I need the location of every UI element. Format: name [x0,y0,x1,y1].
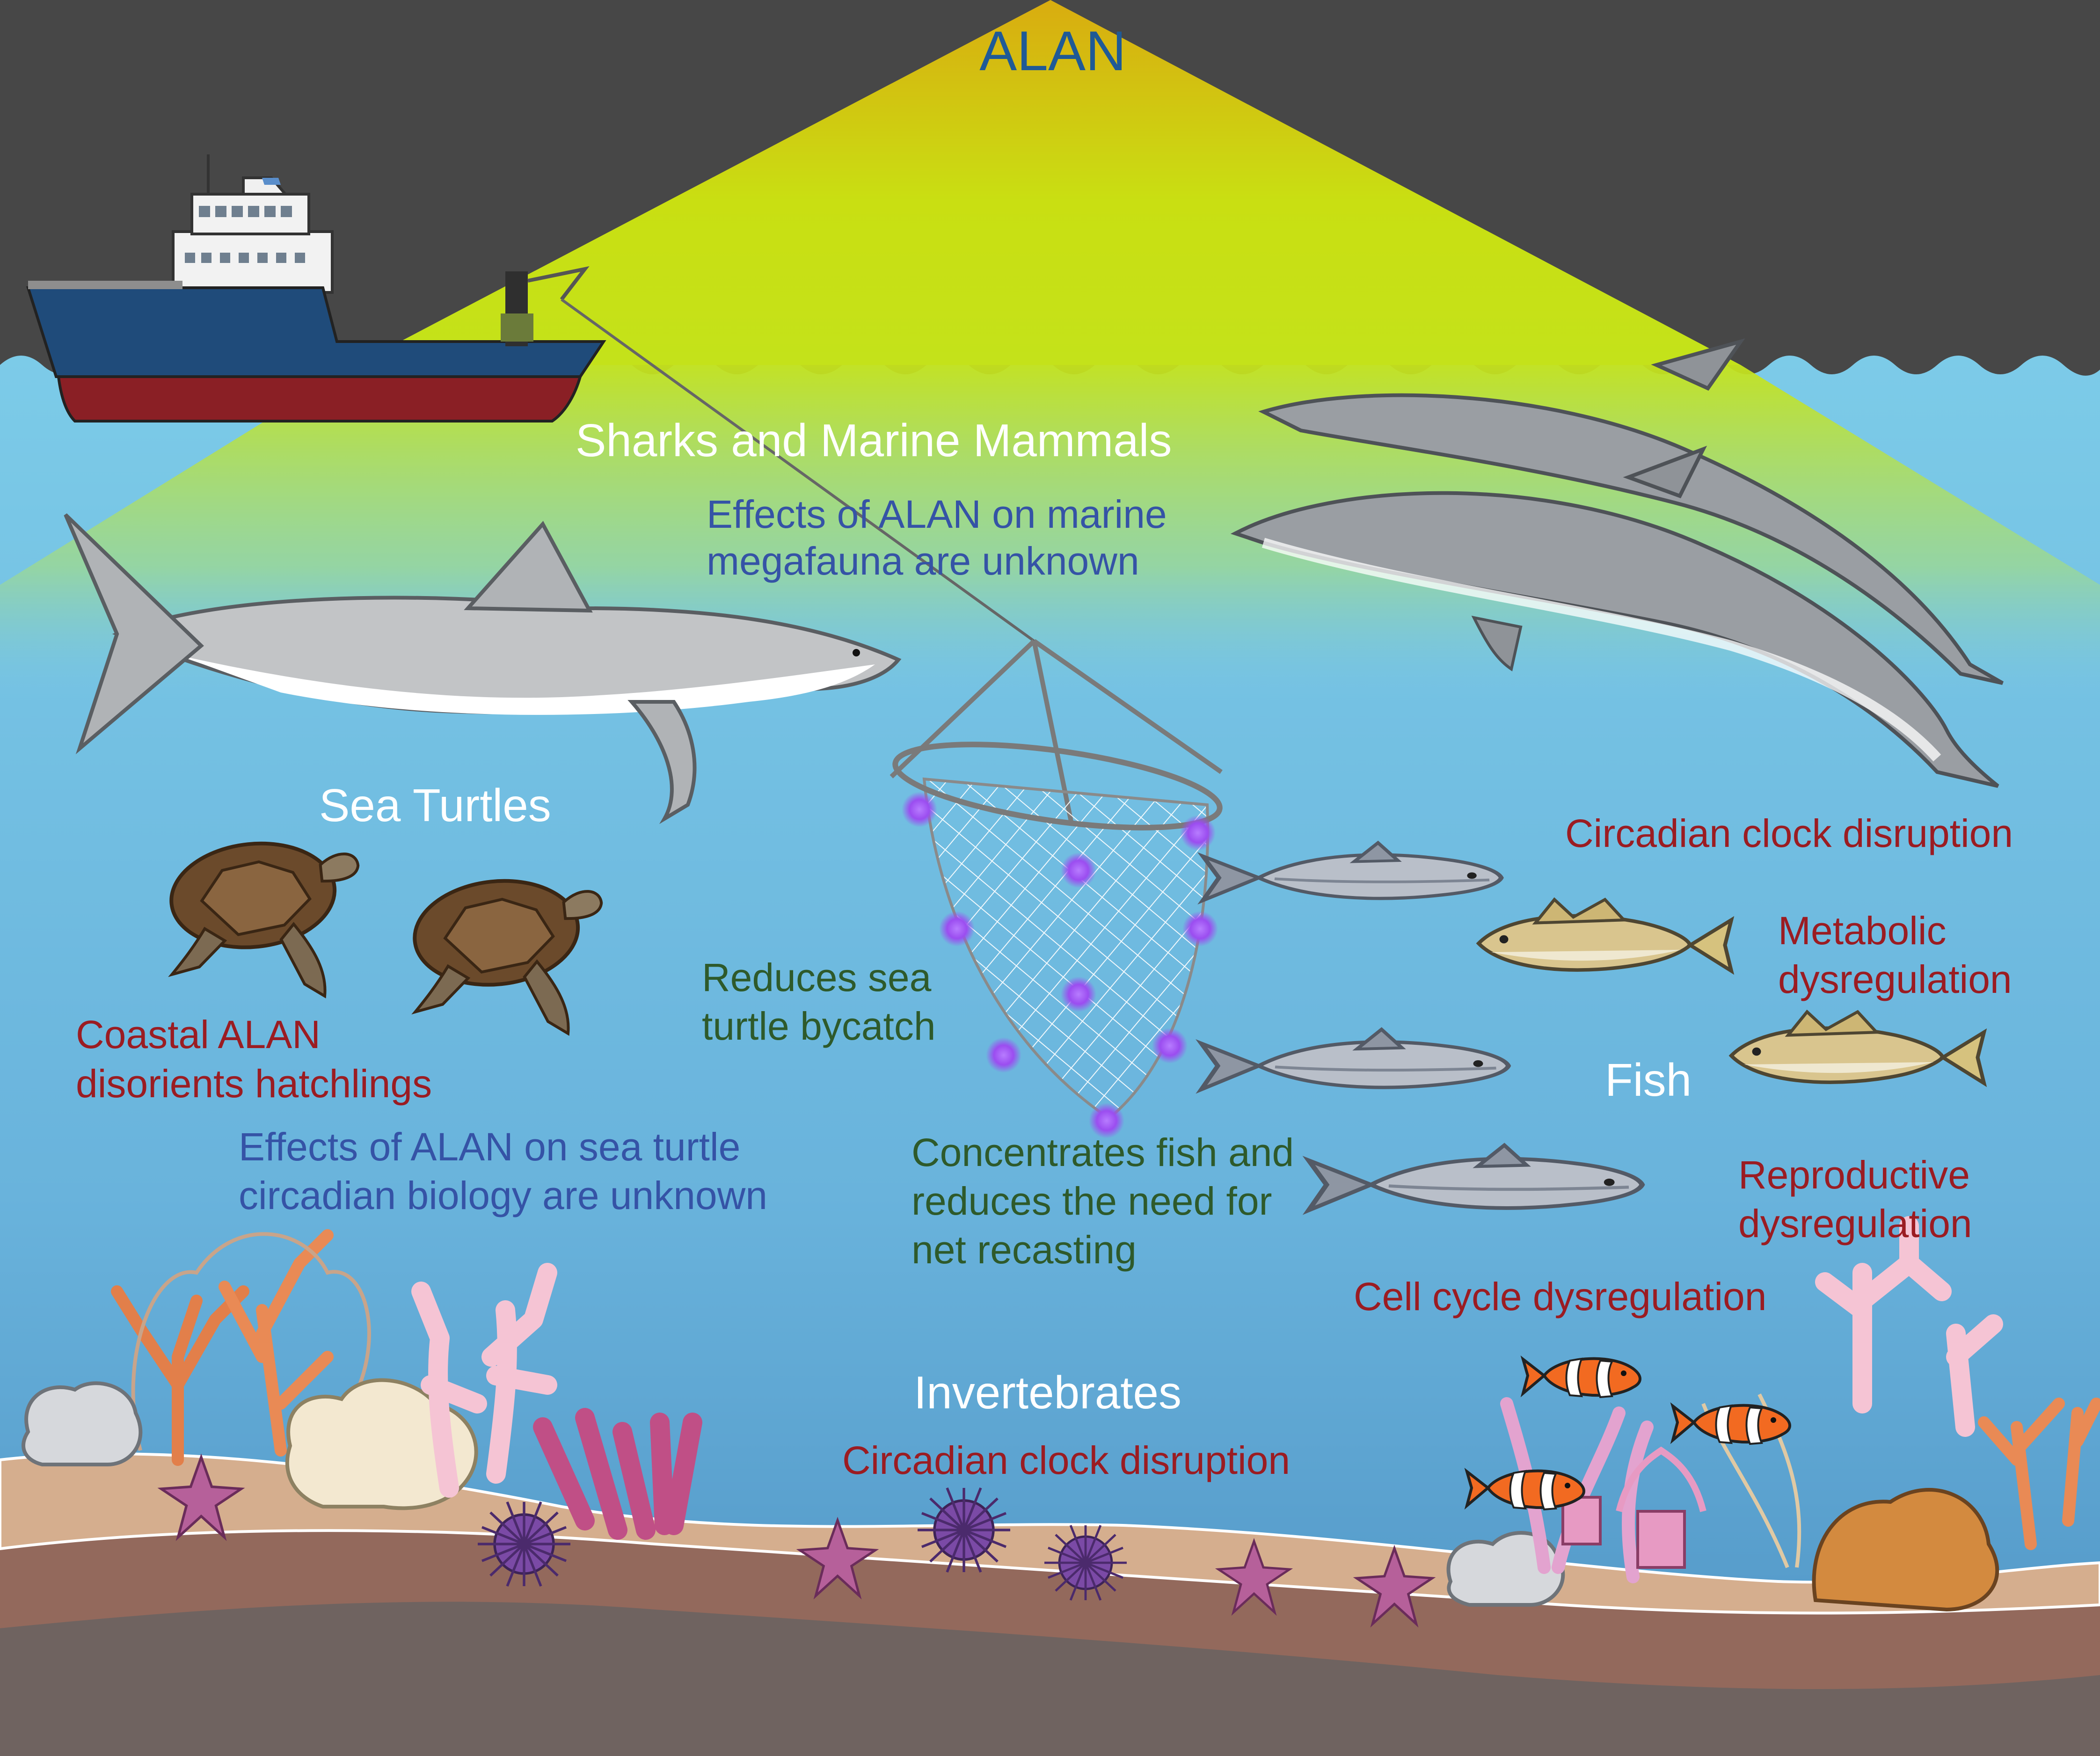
sea-urchin-icon [1044,1525,1127,1600]
coral-icon [1446,1216,2100,1612]
net-concentrate-line3: net recasting [911,1228,1137,1272]
net-bycatch-line2: turtle bycatch [702,1004,936,1048]
megafauna-note-line1: Effects of ALAN on marine [707,492,1167,536]
turtle-unknown-line1: Effects of ALAN on sea turtle [239,1125,740,1169]
dolphin-icon [1258,338,2004,685]
net-concentrate-line1: Concentrates fish and [911,1130,1294,1174]
coral-icon [22,1229,702,1540]
fish-effect-metabolic-line2: dysregulation [1778,957,2012,1001]
turtle-unknown-line2: circadian biology are unknown [239,1173,767,1217]
fishing-vessel-icon [26,154,606,423]
tow-cable [561,298,1035,642]
bedrock-layer [0,1574,2100,1756]
fish-effect-metabolic-line1: Metabolic [1778,909,1947,953]
net-bycatch-line1: Reduces sea [702,955,932,999]
alan-light-cone [356,0,1741,365]
net-light-icon [902,792,1218,1138]
turtle-impact-line2: disorients hatchlings [76,1062,432,1106]
fish-heading: Fish [1605,1054,1692,1106]
megafauna-note-line2: megafauna are unknown [707,539,1139,583]
fish-effect-cell-cycle: Cell cycle dysregulation [1354,1275,1766,1319]
sea-urchin-icon [918,1488,1010,1572]
net-concentrate-line2: reduces the need for [911,1179,1272,1223]
invertebrates-effect: Circadian clock disruption [842,1438,1290,1482]
lighted-fishing-net-icon [890,639,1223,1120]
fish-effect-reproductive-line1: Reproductive [1738,1153,1970,1197]
megafauna-heading: Sharks and Marine Mammals [576,415,1172,466]
sea-urchin-icon [478,1502,570,1586]
fish-effect-circadian: Circadian clock disruption [1565,811,2013,855]
dolphin-icon [1230,445,1999,788]
invertebrates-heading: Invertebrates [914,1367,1181,1418]
turtle-impact-line1: Coastal ALAN [76,1013,321,1057]
sea-anemone-icon [1561,1446,1706,1569]
figure-title: ALAN [979,20,1126,82]
turtles-heading: Sea Turtles [319,780,551,831]
great-white-shark-icon [64,513,902,824]
fish-effect-reproductive-line2: dysregulation [1738,1202,1972,1246]
